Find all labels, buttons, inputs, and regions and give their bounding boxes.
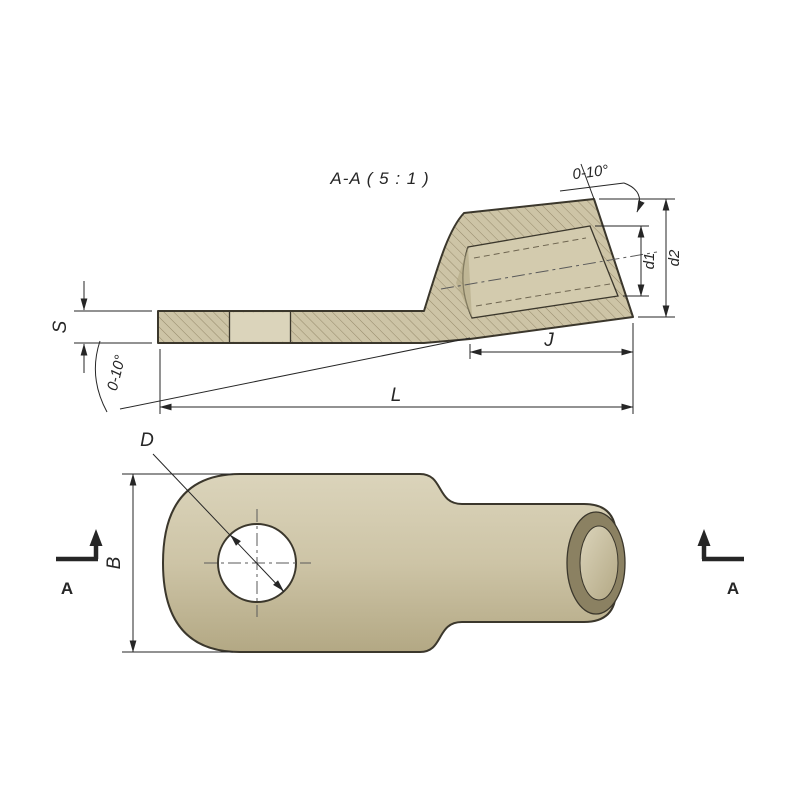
section-marker-right-label: A — [727, 579, 739, 598]
plan-view — [162, 473, 626, 653]
palm-hole-section — [229, 312, 291, 342]
face-ext-line — [580, 163, 595, 200]
section-marker-left-arrow — [89, 529, 103, 546]
dim-B-label: B — [104, 556, 125, 569]
bore-cone-shading — [456, 247, 472, 318]
dim-d1-label: d1 — [641, 253, 658, 270]
dim-angle-top-right: 0-10° — [559, 162, 645, 213]
section-dimensions: A-A ( 5 : 1 ) S 0-10° L J — [50, 162, 683, 414]
dim-D-arrow-far — [273, 580, 284, 592]
angle-bottom-label: 0-10° — [104, 353, 129, 392]
section-title: A-A ( 5 : 1 ) — [329, 169, 429, 188]
dim-D: D — [140, 430, 285, 593]
plan-dimensions: D B A A — [56, 430, 744, 653]
section-view — [157, 198, 658, 344]
lug-plan-body — [162, 473, 617, 653]
dim-B: B — [104, 473, 233, 653]
barrel-opening-inner — [579, 525, 619, 601]
dim-S: S — [50, 281, 152, 373]
angle-ref-line — [119, 337, 471, 410]
dim-J-label: J — [543, 330, 554, 351]
bore-hidden-edge-bottom — [475, 283, 611, 307]
section-marker-right-arrow — [697, 529, 711, 546]
angle-top-underline — [559, 182, 625, 192]
dim-angle-bottom-left: 0-10° — [94, 337, 471, 413]
dim-d2: d2 — [599, 198, 683, 318]
dim-D-label: D — [140, 430, 154, 451]
dim-d1: d1 — [595, 225, 658, 297]
section-marker-left: A — [56, 529, 103, 598]
dim-J: J — [469, 330, 634, 359]
angle-top-label: 0-10° — [572, 162, 610, 183]
bore-hidden-edge-top — [473, 237, 587, 259]
dim-D-leader — [152, 453, 285, 593]
angle-top-arc — [623, 182, 645, 213]
dim-L: L — [159, 323, 634, 414]
dim-S-label: S — [50, 320, 71, 333]
angle-arc — [94, 340, 108, 413]
section-marker-left-label: A — [61, 579, 73, 598]
dim-D-arrow-near — [230, 534, 241, 546]
section-marker-right: A — [697, 529, 744, 598]
dim-d2-label: d2 — [666, 249, 683, 266]
dim-L-label: L — [391, 385, 402, 406]
bore-centerline — [440, 251, 658, 290]
